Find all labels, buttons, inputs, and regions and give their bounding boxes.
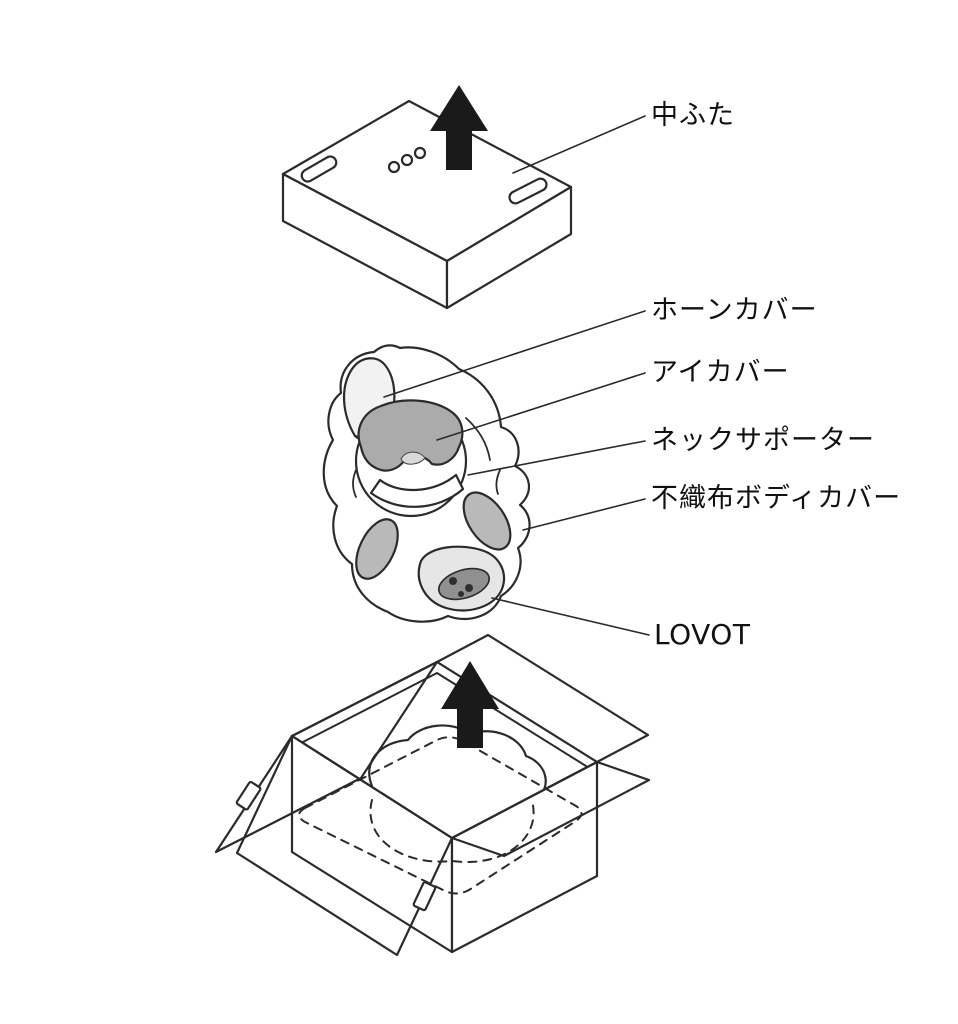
box-inner-rim-line (302, 672, 587, 767)
label-horn-cover: ホーンカバー (651, 295, 818, 326)
base-contact-dot (458, 591, 464, 597)
right-wing-pad (462, 491, 512, 551)
lid-handle-slot-left (300, 155, 338, 183)
inner-lid-illustration (281, 99, 573, 310)
left-wing-pad (355, 518, 399, 580)
leader-lines (383, 115, 650, 636)
leader-line-eye-cover (436, 372, 646, 441)
box-right-flap (450, 760, 651, 858)
cover-fold-line-right (495, 469, 501, 495)
label-eye-cover: アイカバー (651, 357, 790, 388)
leader-line-inner-lid (512, 115, 646, 174)
lid-handle-slot-right (508, 177, 548, 205)
cover-fold-line-left (352, 469, 357, 498)
hidden-insert-outline (298, 736, 583, 895)
leader-line-lovot (491, 597, 650, 636)
box-front-flap-tab (412, 881, 437, 912)
leader-line-body-cover (522, 498, 646, 531)
label-neck-supporter: ネックサポーター (651, 425, 875, 456)
label-inner-lid: 中ふた (651, 100, 735, 131)
base-contact-dot (465, 584, 473, 592)
box-front-flap (235, 734, 454, 957)
hidden-cavity-curve (369, 799, 535, 863)
label-lovot: LOVOT (654, 618, 751, 651)
lid-right-face (445, 185, 573, 310)
box-left-flap (214, 660, 439, 854)
box-illustration (214, 633, 651, 957)
base-contact-pad (438, 567, 490, 601)
leader-line-neck-supporter (467, 440, 646, 476)
lovot-illustration (322, 344, 531, 623)
neck-supporter-shape (369, 473, 465, 508)
eye-cover-swirl (400, 451, 426, 465)
base-contact-dot (449, 577, 457, 585)
eye-cover-shape (357, 399, 464, 472)
lid-vent-hole (400, 153, 414, 167)
label-body-cover: 不織布ボディカバー (651, 483, 902, 514)
up-arrow-icon (430, 85, 488, 170)
box-left-flap-tab (235, 780, 262, 811)
leader-line-horn-cover (383, 310, 646, 398)
lid-vent-hole (413, 146, 427, 160)
head-cover-fold-line (465, 417, 491, 461)
up-arrow-icon (441, 661, 499, 748)
lid-vent-hole (387, 160, 401, 174)
